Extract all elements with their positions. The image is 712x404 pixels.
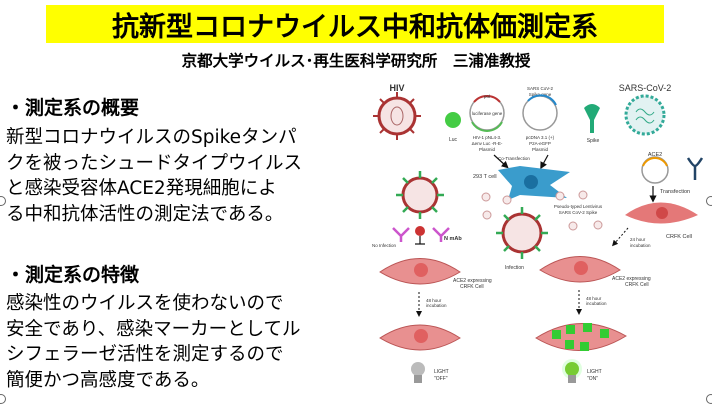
- t293-label: 293 T cell: [473, 174, 497, 180]
- spike-plasmid-label: pcDNA 3.1 (+): [526, 135, 555, 140]
- neutralized-virus-icon: [396, 171, 444, 219]
- ace2-label: ACE2: [648, 152, 662, 158]
- uninfected-cell-icon: [379, 324, 461, 351]
- ace2-crfk-label: ACE2 expressing: [612, 276, 651, 282]
- resize-handle-bottom-left[interactable]: [0, 394, 6, 404]
- light-on-label: "ON": [587, 376, 598, 382]
- ace2-crfk-label: ACE2 expressing: [453, 278, 492, 284]
- resize-handle-left[interactable]: [0, 196, 6, 206]
- resize-handle-right[interactable]: [706, 196, 712, 206]
- spike-plasmid-icon: [522, 95, 558, 131]
- text-line: 安全であり、感染マーカーとしてル: [6, 318, 301, 340]
- no-infection-label: No Infection: [372, 243, 397, 248]
- light-on-label: LIGHT: [587, 369, 602, 375]
- antibody-icons: [392, 227, 450, 242]
- hiv-plasmid-label: HIV-1 pNL4-3.: [473, 135, 502, 140]
- nmab-label: N mAb: [444, 236, 462, 242]
- light-off-bulb-icon: [411, 362, 425, 383]
- hiv-plasmid-label: Δenv Luc -R-E-: [472, 141, 503, 146]
- text-line: 感染性のウイルスを使わないので: [6, 293, 284, 314]
- luc-label: Luc: [449, 137, 458, 143]
- spike-plasmid-label: P2A-eGFP: [529, 141, 551, 146]
- sars-label: SARS-CoV-2: [619, 83, 672, 93]
- ace2-crfk-label: CRFK Cell: [460, 284, 484, 290]
- incubation48-label: incubation: [426, 303, 447, 308]
- light-off-label: "OFF": [434, 376, 448, 382]
- section-body-overview: 新型コロナウイルスのSpikeタンパ クを被ったシュードタイプウイルス と感染受…: [6, 125, 361, 227]
- spike-plasmid-label: Plasmid: [532, 147, 549, 152]
- ace2-cell-right-icon: [539, 256, 621, 283]
- text-line: クを被ったシュードタイプウイルス: [6, 152, 303, 174]
- spike-protein-icon: [584, 104, 600, 133]
- section-heading-features: ・測定系の特徴: [6, 264, 140, 286]
- text-line: 簡便かつ高感度である。: [6, 369, 210, 391]
- pol-label: pol: [484, 94, 490, 99]
- assay-diagram: HIV Luc pol luciferase gene HIV-1 pNL4-3…: [372, 83, 704, 383]
- hiv-virus-icon: [373, 92, 421, 140]
- slide-title: 抗新型コロナウイルス中和抗体価測定系: [46, 5, 664, 43]
- section-heading-overview: ・測定系の概要: [6, 97, 140, 119]
- hiv-plasmid-label: Plasmid: [479, 147, 496, 152]
- hiv-label: HIV: [389, 83, 404, 93]
- spike-gene-label: SARS CoV-2: [527, 86, 554, 91]
- pseudovirus-label: Pseudo-typed Lentivirus: [554, 204, 603, 209]
- incubation48-label: incubation: [586, 301, 607, 306]
- pseudovirus-icons: [481, 190, 603, 231]
- crfk-label: CRFK Cell: [666, 234, 692, 240]
- text-line: 新型コロナウイルスのSpikeタンパ: [6, 127, 297, 148]
- ace2-cell-left-icon: [379, 258, 461, 285]
- resize-handle-bottom-right[interactable]: [706, 394, 712, 404]
- pseudovirus-label: SARS CoV-2 Spike: [559, 210, 598, 215]
- text-line: と感染受容体ACE2発現細胞によ: [6, 178, 277, 199]
- sars-cov-2-virus-icon: [624, 94, 666, 136]
- transfection-label: Transfection: [660, 189, 690, 195]
- incubation24-label: incubation: [630, 243, 651, 248]
- section-body-features: 感染性のウイルスを使わないので 安全であり、感染マーカーとしてル シフェラーゼ活…: [6, 291, 361, 393]
- infected-glowing-cell-icon: [535, 323, 627, 351]
- incubation48-label: 48 hour: [586, 296, 602, 301]
- inhibit-icon: [415, 226, 425, 236]
- incubation48-label: 48 hour: [426, 298, 442, 303]
- luciferase-gene-label: luciferase gene: [472, 111, 503, 116]
- ace2-crfk-label: CRFK Cell: [625, 282, 649, 288]
- spike-label: Spike: [587, 138, 600, 144]
- infecting-virus-icon: [496, 207, 548, 259]
- light-on-bulb-icon: [562, 359, 582, 383]
- text-line: シフェラーゼ活性を測定するので: [6, 344, 284, 365]
- luciferase-icon: [445, 112, 461, 128]
- cotransfection-label: Co-Transfection: [498, 156, 530, 161]
- infection-label: Infection: [505, 265, 524, 271]
- ace2-receptor-icon: [686, 157, 704, 180]
- light-off-label: LIGHT: [434, 369, 449, 375]
- text-line: る中和抗体活性の測定法である。: [6, 203, 284, 225]
- incubation24-label: 24 hour: [630, 237, 646, 242]
- slide-subtitle: 京都大学ウイルス･再生医科学研究所 三浦准教授: [181, 52, 531, 70]
